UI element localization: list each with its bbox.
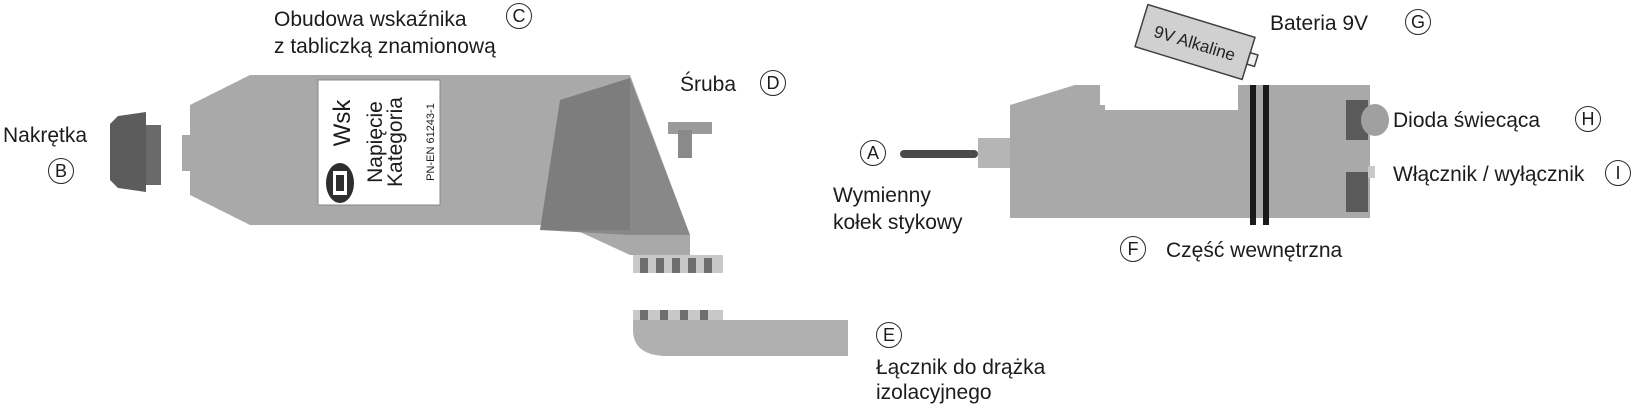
badge-h: H [1575, 106, 1601, 132]
badge-b: B [48, 158, 74, 184]
badge-d: D [760, 70, 786, 96]
battery-part: 9V Alkaline [1134, 3, 1259, 81]
rating-plate-line2: Kategoria [384, 97, 407, 187]
connector-label-line2: izolacyjnego [876, 381, 992, 404]
led-label: Dioda świecąca [1393, 109, 1541, 132]
pin-label-line1: Wymienny [833, 184, 931, 207]
connector-part [633, 310, 848, 356]
screw-part [668, 122, 712, 158]
screw-label: Śruba [680, 73, 737, 96]
badge-i: I [1605, 160, 1631, 186]
nut-label: Nakrętka [3, 124, 88, 147]
contact-pin-part [900, 138, 1018, 168]
housing-label-line2: z tabliczką znamionową [274, 35, 496, 58]
rating-plate-line1: Napięcie [364, 101, 387, 183]
housing-label-line1: Obudowa wskaźnika [274, 8, 467, 31]
battery-text-label: Bateria 9V [1270, 12, 1369, 35]
badge-c: C [506, 3, 532, 29]
switch-label: Włącznik / wyłącznik [1393, 163, 1585, 186]
rating-plate-logo [326, 163, 354, 203]
rating-plate: Wsk Napięcie Kategoria PN-EN 61243-1 [317, 79, 441, 206]
nut-part [110, 112, 161, 192]
badge-f: F [1120, 236, 1146, 262]
rating-plate-standard: PN-EN 61243-1 [425, 103, 437, 181]
rating-plate-brand: Wsk [329, 99, 356, 147]
pin-label-line2: kołek stykowy [833, 211, 963, 234]
badge-g: G [1405, 9, 1431, 35]
connector-label-line1: Łącznik do drążka [876, 356, 1046, 379]
inner-part-label: Część wewnętrzna [1166, 239, 1343, 262]
housing-thread [633, 255, 723, 273]
badge-a: A [860, 140, 886, 166]
badge-e: E [876, 322, 902, 348]
inner-part [1010, 85, 1389, 225]
